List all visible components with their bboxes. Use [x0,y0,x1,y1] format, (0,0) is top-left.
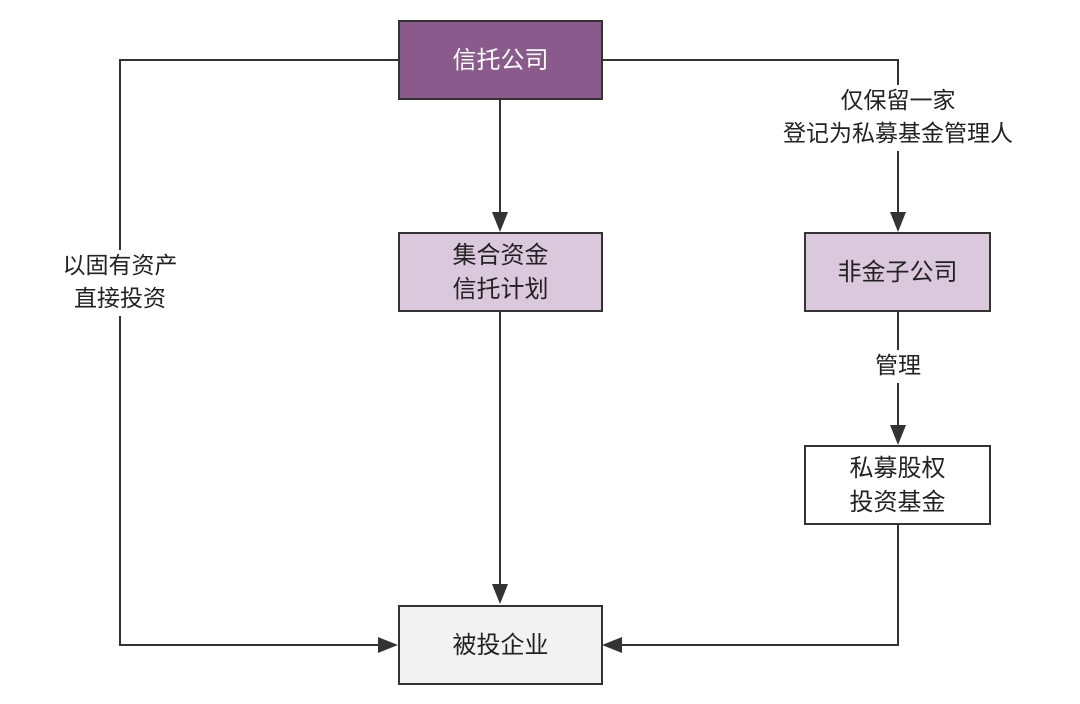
edge-label-register-only-one-line-1: 仅保留一家 [840,88,956,114]
arrowhead-fund [890,425,906,445]
arrowhead-plan [492,212,508,232]
node-invested-company-line-1: 被投企业 [452,631,549,659]
edge-trust-to-company-direct [119,59,398,646]
node-non-financial-subsidiary: 非金子公司 [804,232,991,312]
arrowhead-company-top [492,584,508,604]
edge-label-manage-line-1: 管理 [875,353,921,379]
edge-label-register-only-one-line-2: 登记为私募基金管理人 [783,121,1013,147]
edge-label-direct-investment-line-1: 以固有资产 [62,253,178,279]
node-trust-company: 信托公司 [398,20,603,100]
node-collective-trust-plan-line-2: 信托计划 [452,275,549,303]
arrowhead-company-right [602,637,622,653]
node-private-equity-fund-line-1: 私募股权 [849,454,946,482]
node-invested-company: 被投企业 [398,605,603,685]
node-collective-trust-plan-line-1: 集合资金 [452,241,549,269]
edge-label-register-only-one: 仅保留一家 登记为私募基金管理人 [765,85,1031,151]
arrowhead-subsidiary [890,212,906,232]
node-collective-trust-plan: 集合资金 信托计划 [398,232,603,312]
edge-trust-to-subsidiary [602,59,899,212]
arrowhead-company-left [378,637,398,653]
node-private-equity-fund: 私募股权 投资基金 [804,445,991,525]
node-private-equity-fund-line-2: 投资基金 [849,488,946,516]
edge-fund-to-company [622,525,899,646]
node-non-financial-subsidiary-line-1: 非金子公司 [837,258,958,286]
edge-label-direct-investment-line-2: 直接投资 [74,286,166,312]
edge-label-direct-investment: 以固有资产 直接投资 [54,250,186,316]
node-trust-company-line-1: 信托公司 [452,46,549,74]
edge-label-manage: 管理 [866,350,930,383]
